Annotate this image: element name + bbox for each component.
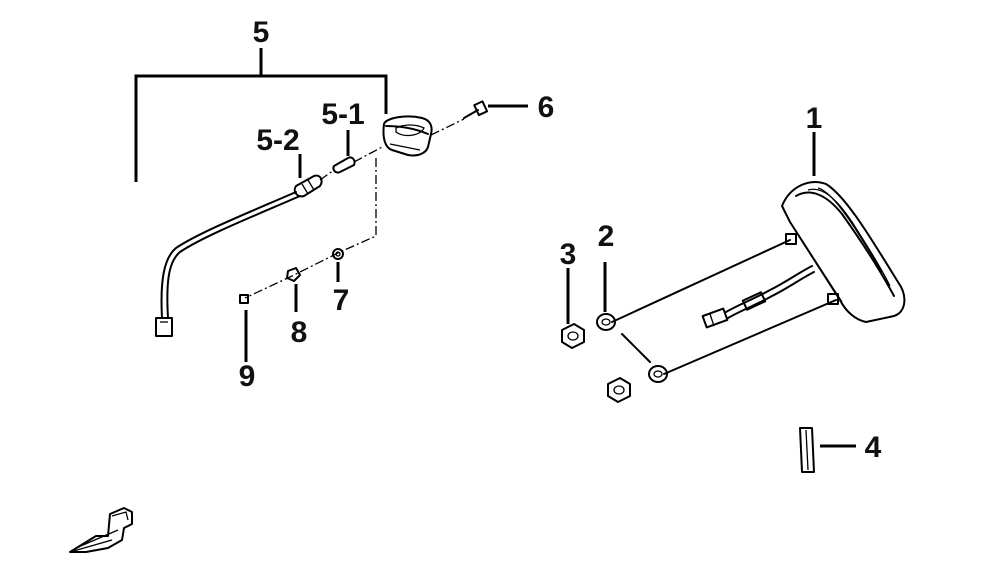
part-lamp-housing — [382, 115, 433, 157]
part-socket-wire — [155, 169, 335, 337]
part-hardware-small — [239, 158, 377, 304]
callout-8: 8 — [291, 316, 308, 349]
part-screw — [430, 100, 489, 136]
callout-9: 9 — [239, 360, 256, 393]
part-washer-nut-lower — [607, 365, 668, 403]
callout-5: 5 — [253, 16, 270, 49]
callout-1: 1 — [806, 102, 823, 135]
callout-7: 7 — [333, 284, 350, 317]
callout-6: 6 — [538, 91, 555, 124]
callout-4: 4 — [865, 431, 882, 464]
part-tail-lamp — [611, 181, 906, 375]
leader-lines — [244, 104, 856, 448]
callout-3: 3 — [560, 238, 577, 271]
assembly-5-bracket — [134, 48, 388, 182]
callout-5-1: 5-1 — [321, 98, 364, 131]
callout-2: 2 — [598, 220, 615, 253]
orientation-icon — [69, 507, 133, 553]
callout-5-2: 5-2 — [256, 124, 299, 157]
part-washer-nut-upper — [561, 313, 651, 363]
part-clip — [799, 427, 815, 473]
